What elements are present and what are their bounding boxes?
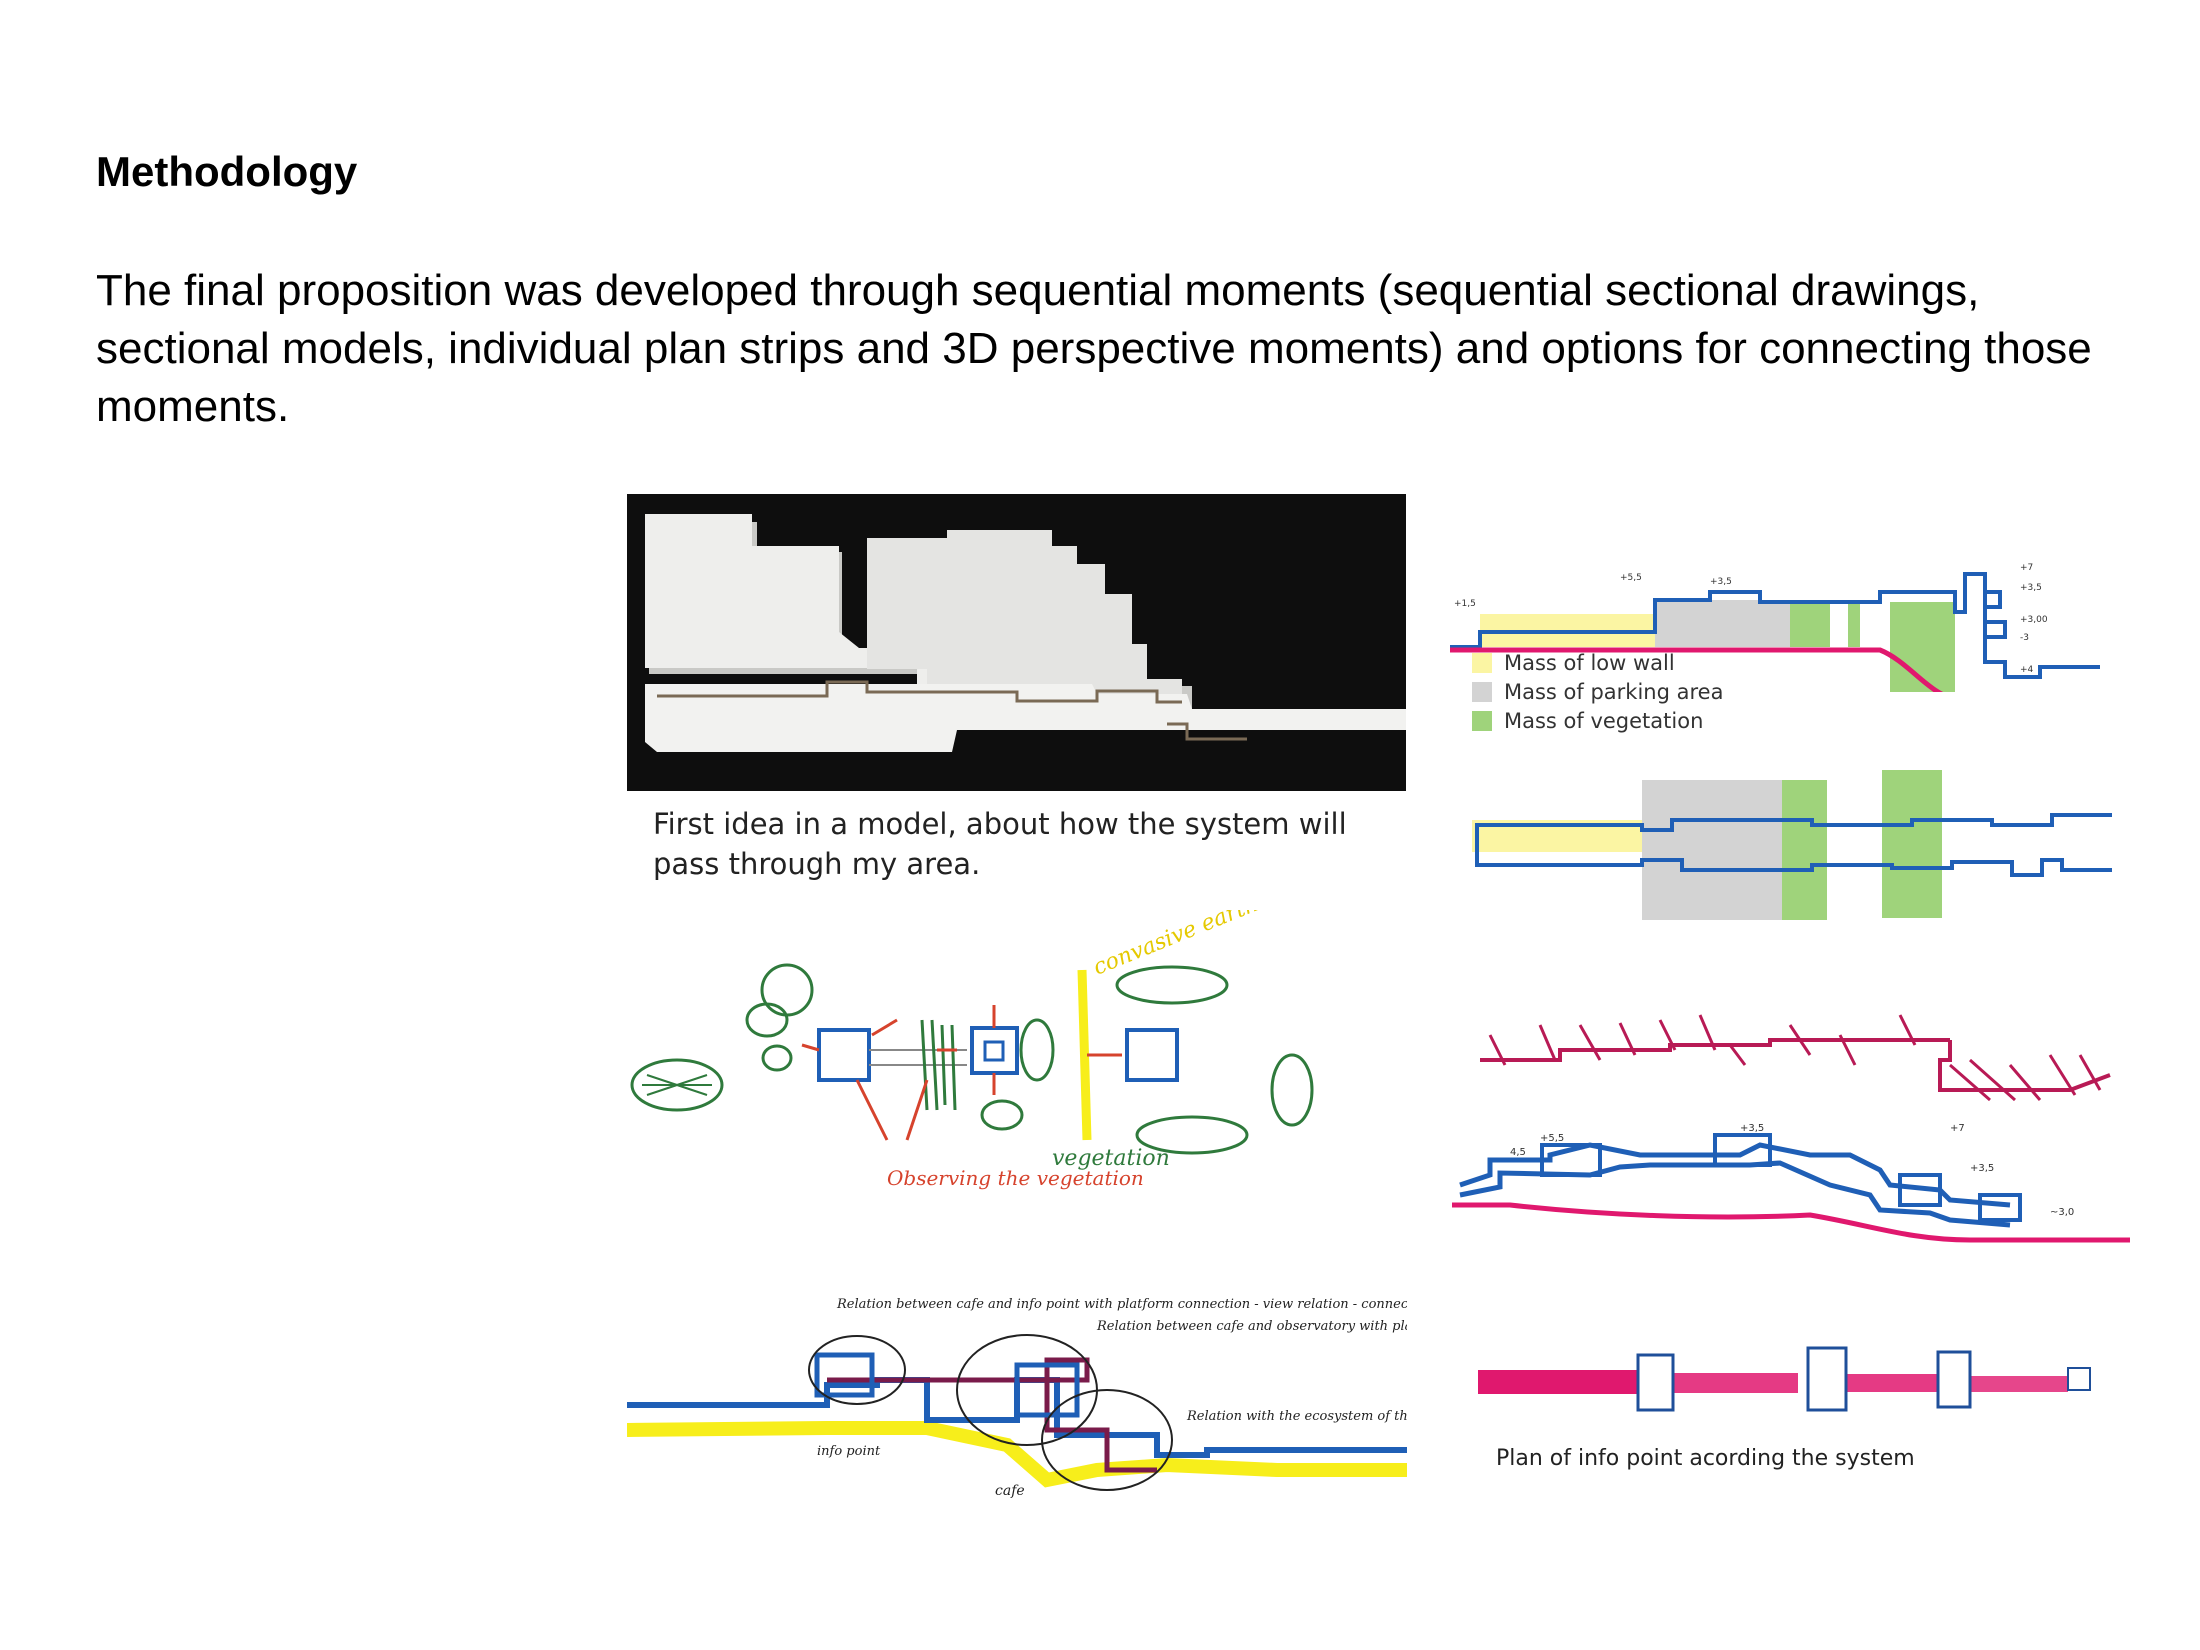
axo-level: +3,5 [1970,1163,1994,1174]
model-photo [627,494,1406,791]
page-heading: Methodology [96,148,358,195]
level-label: +3,5 [1710,577,1732,587]
section-sketch: Relation between cafe and info point wit… [627,1297,1407,1499]
cafe-info-note: Relation between cafe and info point wit… [836,1297,1407,1312]
level-label: +3,00 [2020,615,2048,625]
observing-note: Observing the vegetation [887,1166,1144,1190]
legend-item: Mass of low wall [1472,648,1723,677]
surface-note: convasive earth surface [1090,910,1345,981]
axo-level: 4,5 [1510,1147,1526,1158]
legend-swatch [1472,652,1492,673]
mass-legend: Mass of low wall Mass of parking area Ma… [1472,648,1723,735]
level-label: +5,5 [1620,573,1642,583]
legend-label: Mass of vegetation [1504,708,1704,733]
methodology-paragraph: The final proposition was developed thro… [96,266,2092,431]
ecosystem-note: Relation with the ecosystem of the site. [1186,1409,1407,1424]
level-label: +1,5 [1454,599,1476,609]
vegetation-sketch: convasive earth surface vegetation Obser… [630,910,1345,1190]
zigzag-strip [1480,1014,2111,1102]
axo-level: +5,5 [1540,1133,1564,1144]
level-label: +3,5 [2020,583,2042,593]
legend-item: Mass of vegetation [1472,706,1723,735]
plan-strip-diagram [1472,770,2112,920]
level-label: +4 [2020,665,2034,675]
legend-label: Mass of parking area [1504,679,1724,704]
model-caption: First idea in a model, about how the sys… [653,807,1347,881]
section-diagram: +1,5 +5,5 +3,5 +7 +3,5 +3,00 -3 +4 [1450,563,2100,692]
legend-label: Mass of low wall [1504,650,1675,675]
cafe-label: cafe [995,1483,1025,1499]
level-label: -3 [2020,633,2029,643]
level-label: +7 [2020,563,2033,573]
axonometric-sketch: +5,5 4,5 +3,5 +7 +3,5 ~3,0 [1452,1123,2130,1243]
legend-swatch [1472,710,1492,731]
legend-item: Mass of parking area [1472,677,1723,706]
legend-swatch [1472,681,1492,702]
axo-level: +7 [1950,1123,1965,1134]
info-point-plan-caption: Plan of info point acording the system [1496,1446,1915,1471]
info-point-plan [1478,1346,2091,1412]
cafe-observatory-note: Relation between cafe and observatory wi… [1096,1319,1407,1334]
info-point-label: info point [817,1444,881,1459]
axo-level: +3,5 [1740,1123,1764,1134]
axo-level: ~3,0 [2050,1207,2074,1218]
vegetation-note: vegetation [1052,1146,1170,1171]
